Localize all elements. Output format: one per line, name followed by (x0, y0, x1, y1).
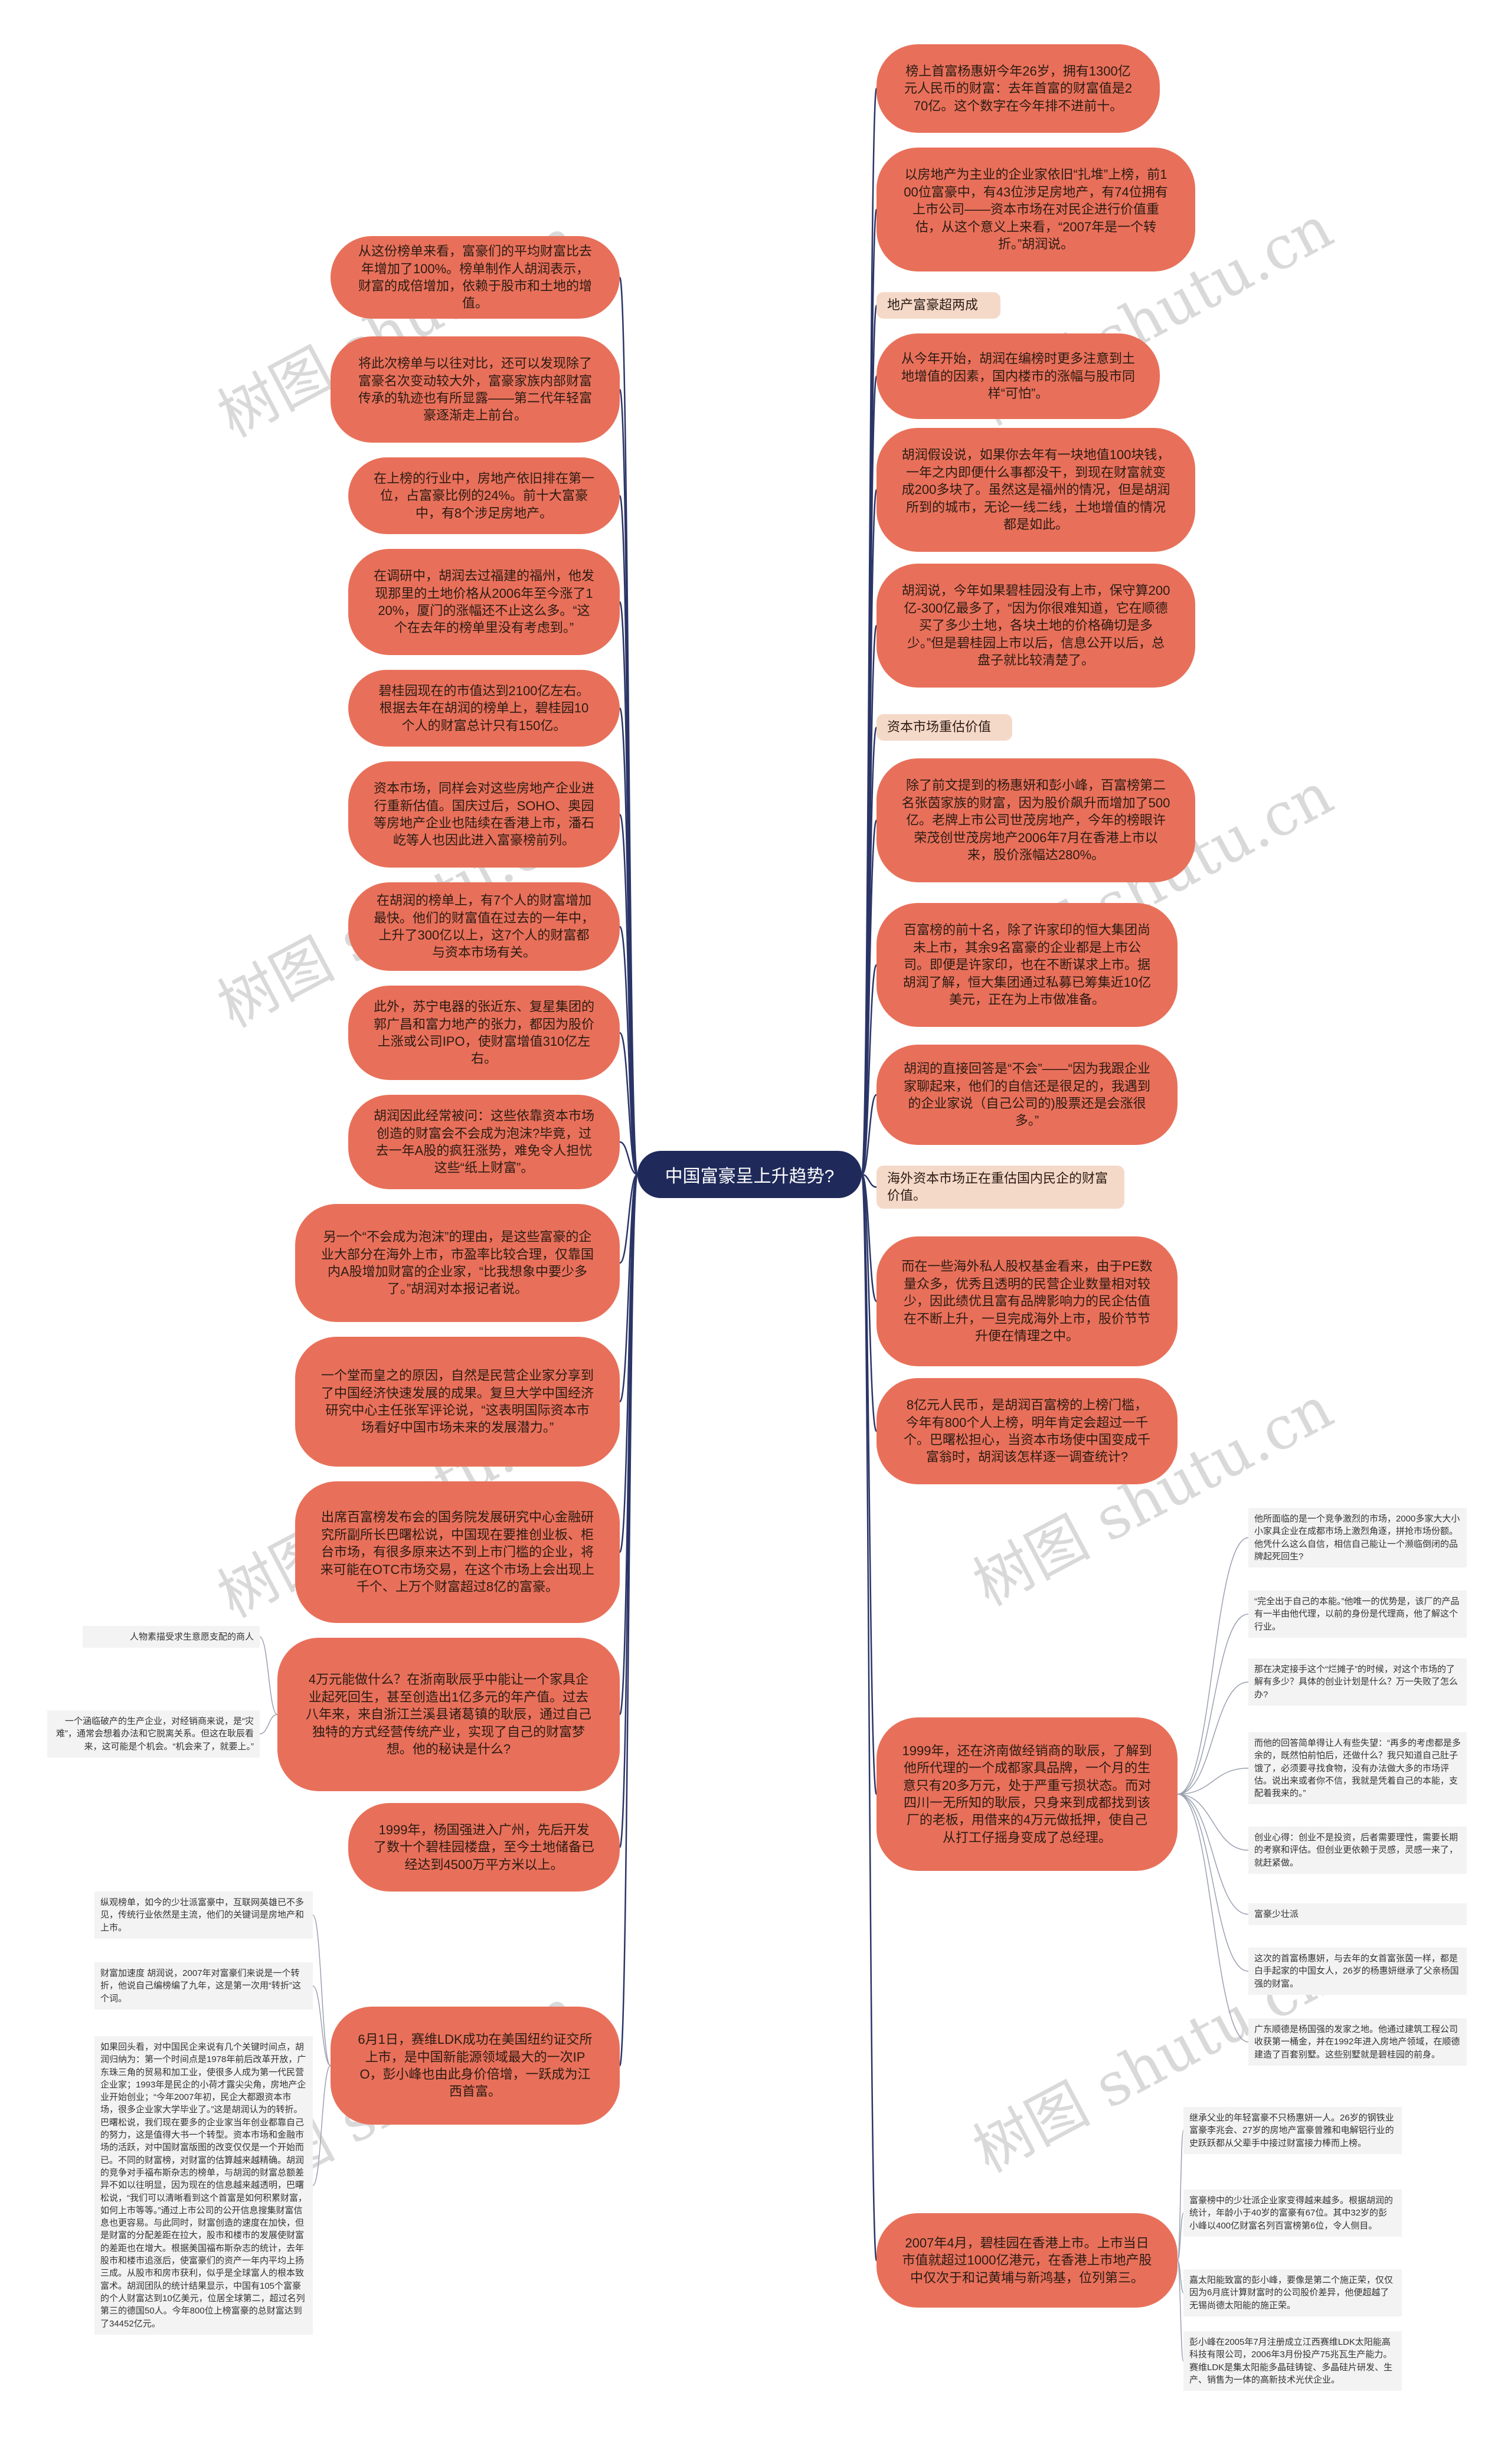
left-topic-node[interactable]: 在调研中，胡润去过福建的福州，他发现那里的土地价格从2006年至今涨了120%，… (348, 549, 620, 655)
right-leaf-note: 他所面临的是一个竞争激烈的市场，2000多家大大小小家具企业在成都市场上激烈角逐… (1248, 1508, 1467, 1568)
connector-line (1177, 2213, 1184, 2261)
connector-line (312, 1985, 331, 2066)
connector-line (1177, 1794, 1249, 1915)
left-topic-node[interactable]: 1999年，杨国强进入广州，先后开发了数十个碧桂园楼盘，至今土地储备已经达到45… (348, 1803, 620, 1892)
connector-line (619, 1173, 638, 1264)
connector-line (1177, 1794, 1249, 1972)
connector-line (312, 2065, 331, 2186)
left-topic-node[interactable]: 碧桂园现在的市值达到2100亿左右。根据去年在胡润的榜单上，碧桂园10个人的财富… (348, 670, 620, 747)
connector-line (861, 1173, 878, 2262)
left-topic-node[interactable]: 资本市场，同样会对这些房地产企业进行重新估值。国庆过后，SOHO、奥园等房地产企… (348, 761, 620, 868)
connector-line (1177, 1794, 1249, 2043)
connector-line (619, 495, 639, 1176)
right-leaf-note: 继承父业的年轻富豪不只杨惠妍一人。26岁的钢铁业富豪李兆会、27岁的房地产富豪曾… (1183, 2107, 1402, 2154)
right-category-label[interactable]: 海外资本市场正在重估国内民企的财富价值。 (876, 1166, 1124, 1209)
connector-line (861, 964, 878, 1176)
connector-line (619, 1173, 639, 2067)
right-topic-node[interactable]: 以房地产为主业的企业家依旧“扎堆”上榜，前100位富豪中，有43位涉足房地产，有… (876, 148, 1195, 271)
right-leaf-note: 那在决定接手这个“烂摊子”的时候，对这个市场的了解有多少？具体的创业计划是什么？… (1248, 1658, 1467, 1706)
right-leaf-note: 这次的首富杨惠妍，与去年的女首富张茵一样，都是白手起家的中国女人，26岁的杨惠妍… (1248, 1948, 1467, 1995)
right-leaf-note: 嘉太阳能致富的彭小峰，要像是第二个施正荣，仅仅因为6月底计算财富时的公司股价差异… (1183, 2269, 1402, 2316)
connector-line (1177, 1537, 1249, 1795)
right-topic-node[interactable]: 百富榜的前十名，除了许家印的恒大集团尚未上市，其余9名富豪的企业都是上市公司。即… (876, 903, 1178, 1027)
right-topic-node[interactable]: 2007年4月，碧桂园在香港上市。上市当日市值就超过1000亿港元，在香港上市地… (876, 2213, 1178, 2308)
connector-line (259, 1636, 278, 1715)
left-topic-node[interactable]: 将此次榜单与以往对比，还可以发现除了富豪名次变动较大外，富豪家族内部财富传承的轨… (331, 336, 620, 443)
left-topic-node[interactable]: 4万元能做什么？在浙南耿辰乎中能让一个家具企业起死回生，甚至创造出1亿多元的年产… (277, 1638, 620, 1791)
connector-line (1177, 1794, 1249, 1851)
right-topic-node[interactable]: 1999年，还在济南做经销商的耿辰，了解到他所代理的一个成都家具品牌，一个月的生… (876, 1717, 1178, 1871)
left-topic-node[interactable]: 此外，苏宁电器的张近东、复星集团的郭广昌和富力地产的张力，都因为股价上涨或公司I… (348, 986, 620, 1080)
right-topic-node[interactable]: 从今年开始，胡润在编榜时更多注意到土地增值的因素，国内楼市的涨幅与股市同样“可怕… (876, 333, 1160, 419)
left-leaf-note: 人物素描受求生意愿支配的商人 (83, 1626, 260, 1648)
left-topic-node[interactable]: 在上榜的行业中，房地产依旧排在第一位，占富豪比例的24%。前十大富豪中，有8个涉… (348, 457, 620, 534)
left-topic-node[interactable]: 另一个“不会成为泡沫”的理由，是这些富豪的企业大部分在海外上市，市盈率比较合理，… (295, 1204, 620, 1322)
right-topic-node[interactable]: 8亿元人民币，是胡润百富榜的上榜门槛，今年有800个人上榜，明年肯定会超过一千个… (876, 1378, 1178, 1484)
right-category-label[interactable]: 资本市场重估价值 (876, 714, 1012, 741)
right-leaf-note: 而他的回答简单得让人有些失望：“再多的考虑都是多余的，既然怕前怕后，还做什么？我… (1248, 1732, 1467, 1805)
connector-line (1177, 1681, 1249, 1795)
right-topic-node[interactable]: 榜上首富杨惠妍今年26岁，拥有1300亿元人民币的财富：去年首富的财富值是270… (876, 44, 1160, 133)
connector-line (861, 1094, 878, 1176)
left-topic-node[interactable]: 6月1日，赛维LDK成功在美国纽约证交所上市，是中国新能源领域最大的一次IPO，… (331, 2007, 620, 2125)
connector-line (259, 1714, 278, 1735)
right-leaf-note: 广东顺德是杨国强的发家之地。他通过建筑工程公司收获第一桶金，并在1992年进入房… (1248, 2018, 1467, 2066)
right-category-label[interactable]: 地产富豪超两成 (876, 292, 1000, 319)
connector-line (619, 1141, 638, 1176)
right-leaf-note: 富豪榜中的少壮派企业家变得越来越多。根据胡润的统计，年龄小于40岁的富豪有67位… (1183, 2190, 1402, 2237)
left-topic-node[interactable]: 胡润因此经常被问：这些依靠资本市场创造的财富会不会成为泡沫?毕竟，过去一年A股的… (348, 1095, 620, 1189)
left-topic-node[interactable]: 在胡润的榜单上，有7个人的财富增加最快。他们的财富值在过去的一年中，上升了300… (348, 882, 620, 971)
right-leaf-note: 创业心得：创业不是投资，后者需要理性，需要长期的考察和评估。但创业更依赖于灵感，… (1248, 1827, 1467, 1874)
left-topic-node[interactable]: 一个堂而皇之的原因，自然是民营企业家分享到了中国经济快速发展的成果。复旦大学中国… (295, 1337, 620, 1467)
central-topic[interactable]: 中国富豪呈上升趋势? (637, 1151, 862, 1198)
connector-line (1177, 2260, 1184, 2362)
right-topic-node[interactable]: 胡润说，今年如果碧桂园没有上市，保守算200亿-300亿最多了，“因为你很难知道… (876, 564, 1195, 688)
connector-line (861, 1173, 877, 1188)
connector-line (1177, 1768, 1249, 1795)
connector-line (312, 1915, 331, 2066)
right-topic-node[interactable]: 而在一些海外私人股权基金看来，由于PE数量众多，优秀且透明的民营企业数量相对较少… (876, 1236, 1178, 1366)
connector-line (1177, 1614, 1249, 1795)
right-leaf-note: 彭小峰在2005年7月注册成立江西赛维LDK太阳能高科技有限公司，2006年3月… (1183, 2331, 1402, 2391)
connector-line (1177, 2130, 1184, 2261)
connector-line (861, 1173, 878, 1432)
left-topic-node[interactable]: 从这份榜单来看，富豪们的平均财富比去年增加了100%。榜单制作人胡润表示，财富的… (331, 236, 620, 319)
right-leaf-note: “完全出于自己的本能。”他唯一的优势是，该厂的产品有一半由他代理，以前的身份是代… (1248, 1591, 1467, 1638)
right-topic-node[interactable]: 胡润的直接回答是“不会”——“因为我跟企业家聊起来，他们的自信还是很足的，我遇到… (876, 1045, 1178, 1145)
left-leaf-note: 纵观榜单，如今的少壮派富豪中，互联网英雄已不多见，传统行业依然是主流，他们的关键… (94, 1892, 313, 1939)
connector-line (619, 925, 639, 1176)
connector-line (619, 1032, 639, 1176)
left-topic-node[interactable]: 出席百富榜发布会的国务院发展研究中心金融研究所副所长巴曙松说，中国现在要推创业板… (295, 1481, 620, 1623)
right-topic-node[interactable]: 胡润假设说，如果你去年有一块地值100块钱，一年之内即便什么事都没干，到现在财富… (876, 428, 1195, 552)
left-leaf-note: 一个涵临破产的生产企业，对经销商来说，是“灾难”，通常会想着办法和它脱离关系。但… (47, 1710, 260, 1758)
right-leaf-note: 富豪少壮派 (1248, 1903, 1467, 1926)
left-leaf-note: 如果回头看，对中国民企来说有几个关键时间点，胡润归纳为：第一个时间点是1978年… (94, 2036, 313, 2335)
right-topic-node[interactable]: 除了前文提到的杨惠妍和彭小峰，百富榜第二名张茵家族的财富，因为股价飙升而增加了5… (876, 758, 1195, 882)
left-leaf-note: 财富加速度 胡润说，2007年对富豪们来说是一个转折，他说自己编榜编了九年，这是… (94, 1962, 313, 2010)
